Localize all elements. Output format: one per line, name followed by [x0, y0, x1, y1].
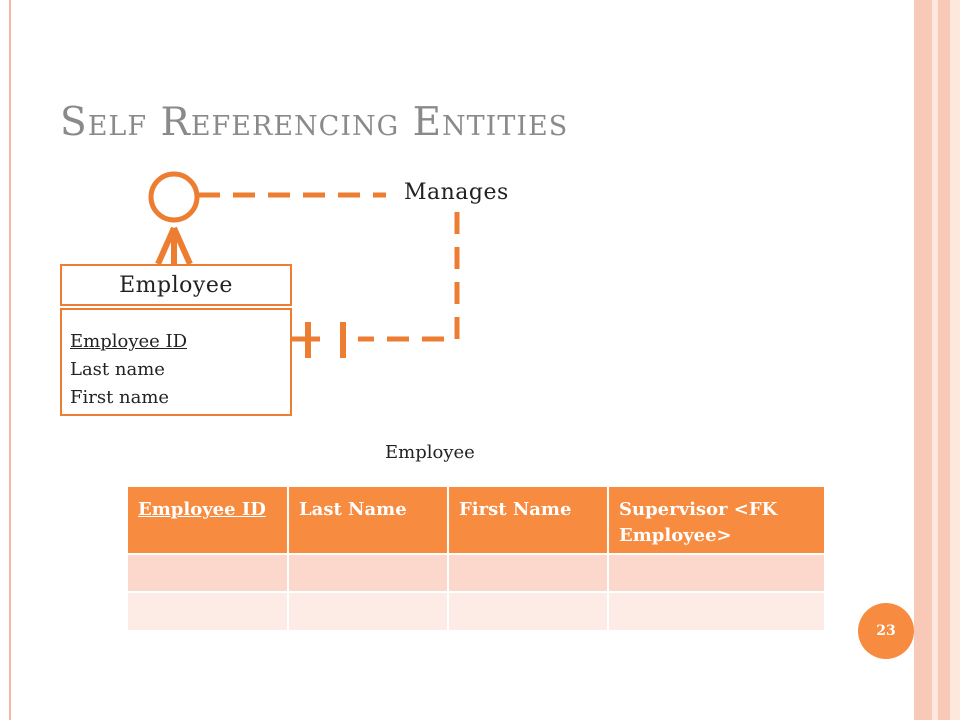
column-header-employee-id: Employee ID — [128, 487, 289, 554]
entity-attribute: First name — [70, 387, 170, 408]
table-cell — [128, 553, 289, 592]
table-cell — [288, 591, 449, 630]
employee-table: Employee ID Last Name First Name Supervi… — [128, 487, 824, 630]
table-cell — [448, 553, 609, 592]
table-row — [128, 591, 824, 630]
page-number-badge: 23 — [858, 603, 914, 659]
page-number: 23 — [876, 623, 896, 639]
column-header-label: Supervisor <FK Employee> — [619, 499, 778, 546]
slide-title: Self Referencing Entities — [60, 100, 569, 145]
right-decorative-border — [914, 0, 960, 720]
column-header-last-name: Last Name — [288, 487, 449, 554]
optional-circle-marker — [148, 171, 200, 223]
table-caption: Employee — [385, 442, 475, 463]
column-header-label: First Name — [459, 499, 572, 520]
entity-name: Employee — [119, 272, 233, 298]
border-band — [938, 0, 950, 720]
entity-name-box: Employee — [60, 264, 292, 306]
relationship-label: Manages — [404, 180, 509, 205]
table-cell — [288, 553, 449, 592]
column-header-label: Last Name — [299, 499, 407, 520]
table-row — [128, 553, 824, 592]
entity-attribute: Last name — [70, 359, 165, 380]
border-band — [932, 0, 938, 720]
crows-foot-right-prong — [171, 226, 193, 266]
relationship-line-right — [358, 212, 460, 342]
column-header-first-name: First Name — [448, 487, 609, 554]
table-cell — [608, 591, 824, 630]
table-cell — [448, 591, 609, 630]
table-cell — [128, 591, 289, 630]
column-header-label: Employee ID — [138, 499, 266, 520]
table-cell — [608, 553, 824, 592]
border-band — [950, 0, 960, 720]
entity-attribute-primary-key: Employee ID — [70, 331, 188, 352]
table-header-row: Employee ID Last Name First Name Supervi… — [128, 487, 824, 554]
entity-attributes-box: Employee ID Last name First name — [60, 308, 292, 416]
border-band — [914, 0, 932, 720]
column-header-supervisor: Supervisor <FK Employee> — [608, 487, 824, 554]
left-decorative-rule — [9, 0, 11, 720]
